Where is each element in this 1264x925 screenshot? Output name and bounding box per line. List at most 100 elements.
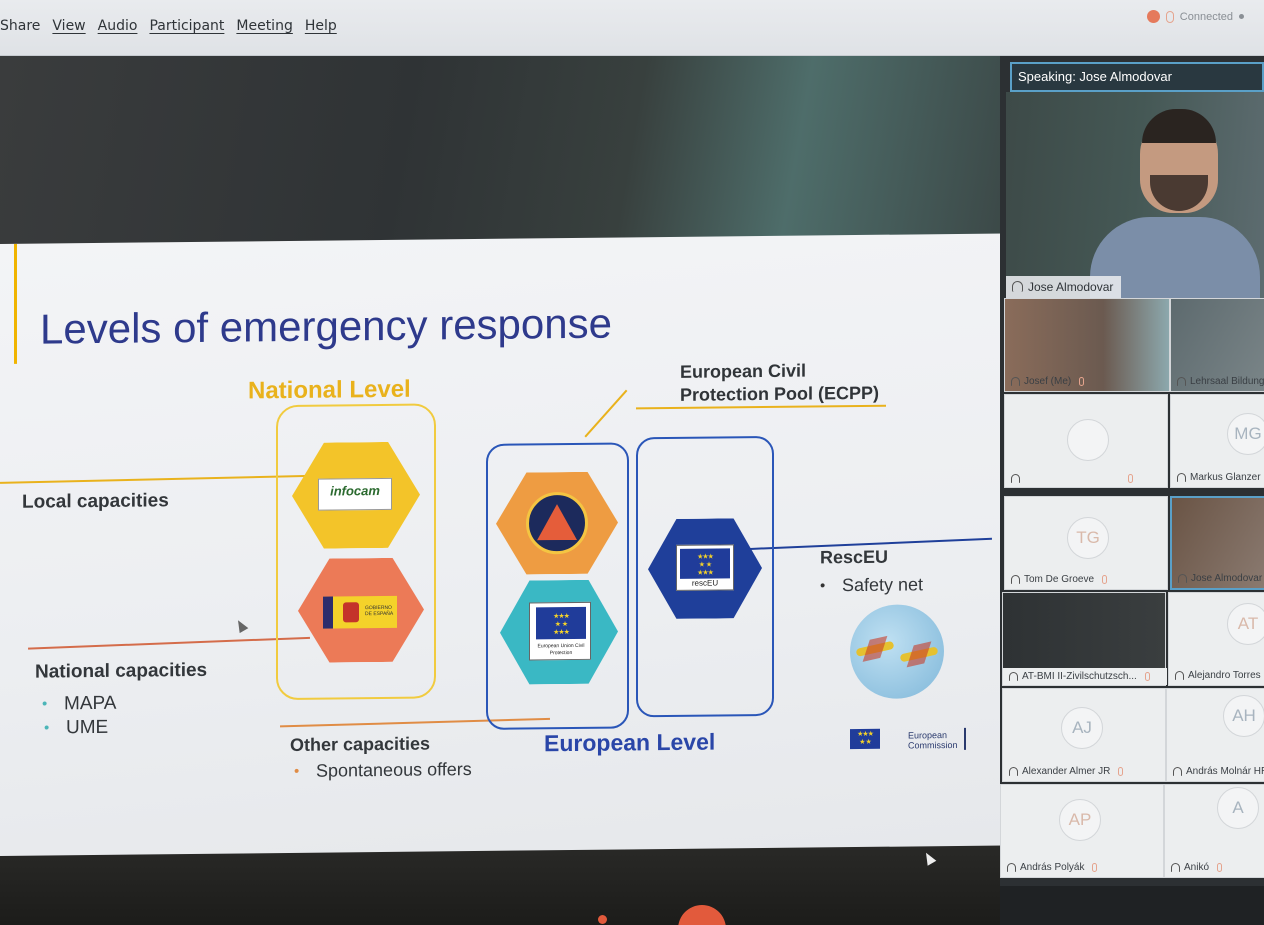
participant-label: Tom De Groeve: [1011, 574, 1108, 585]
participant-tile-10[interactable]: AP András Polyák: [1000, 784, 1164, 878]
end-call-button[interactable]: [678, 905, 726, 925]
participant-tile-9[interactable]: AH András Molnár HR: [1166, 688, 1264, 782]
participant-tile-4[interactable]: TG Tom De Groeve: [1004, 496, 1168, 590]
menu-meeting[interactable]: Meeting: [236, 18, 293, 34]
muted-mic-icon: [1092, 863, 1098, 872]
resceu-heading: RescEU: [820, 546, 889, 568]
national-level-heading: National Level: [248, 375, 411, 405]
menu-items: Share View Audio Participant Meeting Hel…: [0, 18, 349, 34]
headset-icon: [1177, 377, 1186, 386]
local-capacities-label: Local capacities: [22, 490, 169, 513]
firefighting-planes-image: [850, 604, 944, 700]
infocam-logo: infocam: [318, 477, 392, 511]
muted-mic-icon: [1128, 474, 1133, 483]
ecpp-heading: European Civil Protection Pool (ECPP): [680, 359, 879, 407]
gobierno-espana-logo: GOBIERNO DE ESPAÑA: [323, 595, 397, 629]
participant-label: Anikó: [1171, 862, 1223, 873]
participant-label: [1011, 474, 1133, 483]
menu-share[interactable]: Share: [0, 18, 41, 34]
participant-label: Jose Almodovar: [1178, 573, 1262, 584]
screen-icon: [1009, 672, 1018, 681]
participant-tile-8[interactable]: AJ Alexander Almer JR: [1002, 688, 1166, 782]
participant-tile-7[interactable]: AT Alejandro Torres: [1168, 592, 1264, 686]
mouse-cursor-icon: [233, 617, 249, 634]
main-video-name-tag: Jose Almodovar: [1006, 276, 1122, 298]
espana-shield-icon: [343, 602, 359, 623]
participant-avatar: [1067, 419, 1109, 461]
slide-accent-bar: [14, 243, 17, 364]
participant-name: Jose Almodovar: [1191, 573, 1263, 584]
participant-avatar: AT: [1227, 603, 1264, 645]
participant-name: András Polyák: [1020, 862, 1085, 873]
eu-flag-icon: ★★★★ ★: [850, 728, 880, 750]
eu-flag-icon: ★★★★ ★★★★: [536, 606, 586, 640]
speaker-hair: [1142, 109, 1216, 143]
speaking-indicator: Speaking: Jose Almodovar: [1010, 62, 1264, 92]
menu-audio[interactable]: Audio: [97, 18, 138, 34]
room-background: [0, 56, 1010, 246]
headset-icon: [1171, 863, 1180, 872]
muted-mic-icon: [1102, 575, 1108, 584]
local-connector-line: [0, 474, 310, 484]
participant-label: Lehrsaal Bildung: [1177, 376, 1264, 387]
headset-icon: [1009, 767, 1018, 776]
headset-icon: [1177, 473, 1186, 482]
participant-label: András Polyák: [1007, 862, 1098, 873]
participant-tile-0[interactable]: Josef (Me): [1004, 298, 1170, 392]
eu-flag-icon: ★★★★ ★★★★: [680, 548, 730, 579]
menu-participant[interactable]: Participant: [149, 18, 225, 34]
shared-slide: Levels of emergency response National Le…: [0, 233, 1004, 857]
participant-avatar: AH: [1223, 695, 1264, 737]
muted-mic-icon: [1118, 767, 1124, 776]
participant-avatar: MG: [1227, 413, 1264, 455]
participant-name: Markus Glanzer: [1190, 472, 1261, 483]
participant-label: Josef (Me): [1011, 376, 1085, 387]
plane-icon: [899, 646, 939, 663]
participant-avatar: AJ: [1061, 707, 1103, 749]
record-icon[interactable]: [1146, 10, 1160, 23]
national-item-ume: UME: [66, 717, 108, 739]
headset-icon: [1178, 574, 1187, 583]
main-video-name: Jose Almodovar: [1028, 280, 1114, 294]
participant-avatar: TG: [1067, 517, 1109, 559]
participant-tile-3[interactable]: MG Markus Glanzer: [1170, 394, 1264, 488]
participant-label: Alejandro Torres: [1175, 670, 1261, 681]
participant-label: Alexander Almer JR: [1009, 766, 1124, 777]
participant-avatar: A: [1217, 787, 1259, 829]
muted-mic-icon: [1144, 672, 1150, 681]
eu-stars-icon: ★★★★ ★★★★: [697, 553, 713, 577]
eu-stars-icon: ★★★★ ★: [857, 730, 873, 747]
civil-protection-icon: [526, 491, 588, 555]
european-commission-logo: ★★★★ ★ European Commission: [836, 722, 968, 757]
menu-help[interactable]: Help: [304, 18, 337, 34]
ec-logo-bar: [964, 727, 966, 750]
participant-label: AT-BMI II-Zivilschutzsch...: [1003, 668, 1167, 685]
speaker-figure: [1090, 105, 1260, 307]
ec-logo-line2: Commission: [908, 739, 958, 751]
connection-indicator-icon: [1239, 14, 1244, 19]
participant-tile-2[interactable]: [1004, 394, 1168, 488]
participant-tile-5[interactable]: Jose Almodovar: [1170, 496, 1264, 590]
control-indicator-icon: [598, 915, 607, 924]
participant-tile-6[interactable]: AT-BMI II-Zivilschutzsch...: [1002, 592, 1167, 686]
muted-mic-icon: [1079, 377, 1085, 386]
ec-logo-line1: European: [908, 730, 948, 741]
ecpp-line1: European Civil: [680, 360, 807, 382]
participant-grid: Josef (Me) Lehrsaal Bildung MG Markus Gl…: [1000, 298, 1264, 883]
resceu-logo: ★★★★ ★★★★ rescEU: [676, 544, 734, 591]
ecpp-diagonal-line: [584, 389, 628, 438]
participant-name: András Molnár HR: [1186, 766, 1264, 777]
national-capacities-label: National capacities: [35, 659, 208, 683]
menu-view[interactable]: View: [52, 18, 86, 34]
eucp-logo-text: European Union Civil Protection: [537, 642, 585, 657]
participant-label: András Molnár HR: [1173, 766, 1264, 777]
headset-icon: [1011, 575, 1020, 584]
national-item-mapa: MAPA: [64, 693, 116, 716]
mic-icon[interactable]: [1165, 10, 1174, 23]
eu-stars-icon: ★★★★ ★★★★: [553, 613, 569, 637]
participant-tile-11[interactable]: A Anikó: [1164, 784, 1264, 878]
participant-name: Josef (Me): [1024, 376, 1072, 387]
participant-tile-1[interactable]: Lehrsaal Bildung: [1170, 298, 1264, 392]
participant-name: Tom De Groeve: [1024, 574, 1095, 585]
other-capacities-label: Other capacities: [290, 733, 431, 755]
